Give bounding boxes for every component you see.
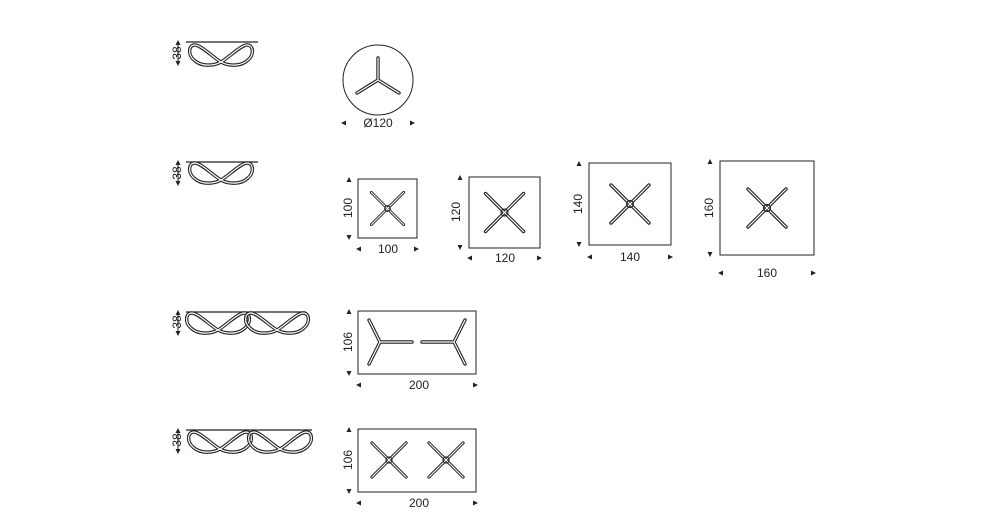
row-2-height-label: 38 (170, 166, 184, 180)
rect-4-depth-label: 106 (341, 450, 355, 470)
square-table-100: 100 100 (341, 177, 419, 256)
square-160-width-label: 160 (757, 266, 777, 280)
square-table-160: 160 160 (702, 159, 816, 280)
row-3-elevation: 38 (170, 310, 311, 336)
square-140-depth-label: 140 (571, 194, 585, 214)
rect-3-depth-label: 106 (341, 332, 355, 352)
square-120-width-label: 120 (495, 251, 515, 265)
square-table-120: 120 120 (449, 175, 542, 265)
square-table-140: 140 140 (571, 161, 673, 264)
row-2-elevation: 38 (170, 160, 258, 186)
row-4-height-label: 38 (170, 433, 184, 447)
round-table-plan: Ø120 (341, 44, 415, 130)
rect-4-width-label: 200 (409, 496, 429, 510)
row-1-height-label: 38 (170, 46, 184, 60)
square-100-depth-label: 100 (341, 198, 355, 218)
row-4-elevation: 38 (170, 428, 314, 454)
square-120-depth-label: 120 (449, 202, 463, 222)
square-160-depth-label: 160 (702, 198, 716, 218)
row-3-height-label: 38 (170, 315, 184, 329)
row-1-elevation: 38 (170, 40, 258, 67)
rectangle-table-double-tripod: 106 200 (341, 309, 478, 392)
square-140-width-label: 140 (620, 250, 640, 264)
rectangle-table-double-cross: 106 200 (341, 427, 478, 510)
rect-3-width-label: 200 (409, 378, 429, 392)
square-100-width-label: 100 (378, 242, 398, 256)
round-table-diameter-label: Ø120 (363, 116, 393, 130)
